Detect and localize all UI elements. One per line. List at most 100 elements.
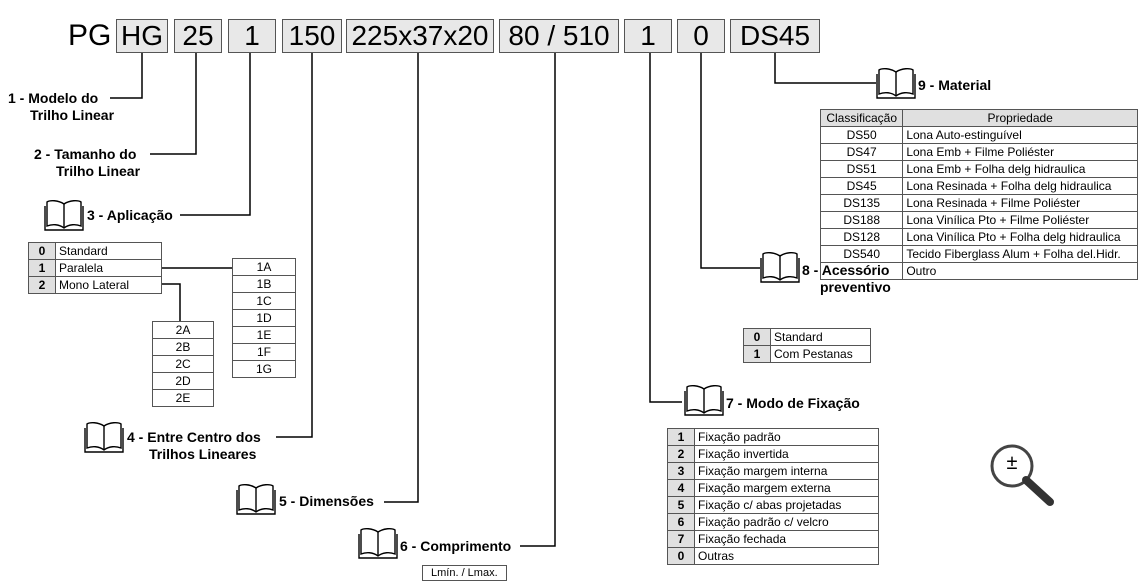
material-class: DS45 <box>819 177 904 195</box>
paralela-option-row: 1G <box>232 360 296 378</box>
material-class: - <box>819 262 904 280</box>
book-icon <box>358 527 398 559</box>
label-dimensoes: 5 - Dimensões <box>279 493 374 509</box>
comprimento-note: Lmín. / Lmax. <box>422 565 507 581</box>
code-segment-fixacao: 1 <box>624 19 672 53</box>
option-value: 2D <box>152 372 214 390</box>
book-icon <box>44 199 84 231</box>
option-code: 2 <box>667 445 695 463</box>
option-code: 4 <box>667 479 695 497</box>
code-segment-dimensoes: 225x37x20 <box>346 19 494 53</box>
label-aplicacao: 3 - Aplicação <box>87 207 173 223</box>
option-label: Fixação c/ abas projetadas <box>694 496 879 514</box>
material-header-classificacao: Classificação <box>819 109 904 127</box>
option-label: Fixação padrão <box>694 428 879 446</box>
option-value: 1D <box>232 309 296 327</box>
paralela-option-row: 1C <box>232 292 296 310</box>
material-property: Lona Vinílica Pto + Filme Poliéster <box>902 211 1138 229</box>
option-label: Fixação invertida <box>694 445 879 463</box>
book-icon <box>684 384 724 416</box>
label-modelo: 1 - Modelo do Trilho Linear <box>8 90 115 123</box>
option-code: 0 <box>667 547 695 565</box>
option-label: Fixação fechada <box>694 530 879 548</box>
material-property: Lona Auto-estinguível <box>902 126 1138 144</box>
code-segment-acessorio: 0 <box>677 19 725 53</box>
code-segment-aplicacao: 1 <box>228 19 276 53</box>
mono-option-row: 2D <box>152 372 214 390</box>
option-value: 1G <box>232 360 296 378</box>
option-value: 2C <box>152 355 214 373</box>
paralela-option-row: 1A <box>232 258 296 276</box>
material-class: DS47 <box>819 143 904 161</box>
label-entre-centro: 4 - Entre Centro dos Trilhos Lineares <box>127 429 261 462</box>
option-value: 2E <box>152 389 214 407</box>
mono-option-row: 2A <box>152 321 214 339</box>
option-code: 2 <box>28 276 56 294</box>
code-segment-modelo: HG <box>116 19 168 53</box>
option-label: Mono Lateral <box>55 276 162 294</box>
material-class: DS50 <box>819 126 904 144</box>
mono-option-row: 2B <box>152 338 214 356</box>
code-segment-tamanho: 25 <box>174 19 222 53</box>
option-label: Fixação padrão c/ velcro <box>694 513 879 531</box>
paralela-option-row: 1F <box>232 343 296 361</box>
material-class: DS51 <box>819 160 904 178</box>
option-label: Outras <box>694 547 879 565</box>
option-value: 2A <box>152 321 214 339</box>
option-label: Fixação margem interna <box>694 462 879 480</box>
book-icon <box>84 421 124 453</box>
option-code: 6 <box>667 513 695 531</box>
option-label: Paralela <box>55 259 162 277</box>
label-modo-fixacao: 7 - Modo de Fixação <box>726 395 860 411</box>
code-segment-comprimento: 80 / 510 <box>499 19 619 53</box>
code-segment-entre-centro: 150 <box>282 19 342 53</box>
option-code: 3 <box>667 462 695 480</box>
mono-option-row: 2E <box>152 389 214 407</box>
material-property: Lona Vinílica Pto + Folha delg hidraulic… <box>902 228 1138 246</box>
option-code: 5 <box>667 496 695 514</box>
option-code: 1 <box>28 259 56 277</box>
book-icon <box>876 67 916 99</box>
magnifier-icon <box>990 444 1054 506</box>
option-value: 1A <box>232 258 296 276</box>
option-value: 1C <box>232 292 296 310</box>
label-tamanho: 2 - Tamanho do Trilho Linear <box>34 146 141 179</box>
material-property: Outro <box>902 262 1138 280</box>
code-prefix: PG <box>68 19 112 52</box>
code-segment-material: DS45 <box>730 19 820 53</box>
label-comprimento: 6 - Comprimento <box>400 538 512 554</box>
option-value: 1B <box>232 275 296 293</box>
mono-option-row: 2C <box>152 355 214 373</box>
option-value: 1F <box>232 343 296 361</box>
option-code: 0 <box>28 242 56 260</box>
option-code: 0 <box>743 328 771 346</box>
zoom-icon[interactable]: ± <box>988 442 1058 508</box>
material-class: DS540 <box>819 245 904 263</box>
option-code: 7 <box>667 530 695 548</box>
option-label: Com Pestanas <box>770 345 871 363</box>
zoom-symbol: ± <box>1006 452 1018 474</box>
material-class: DS188 <box>819 211 904 229</box>
material-class: DS128 <box>819 228 904 246</box>
book-icon <box>236 483 276 515</box>
label-material: 9 - Material <box>918 77 992 93</box>
option-label: Standard <box>770 328 871 346</box>
book-icon <box>760 251 800 283</box>
